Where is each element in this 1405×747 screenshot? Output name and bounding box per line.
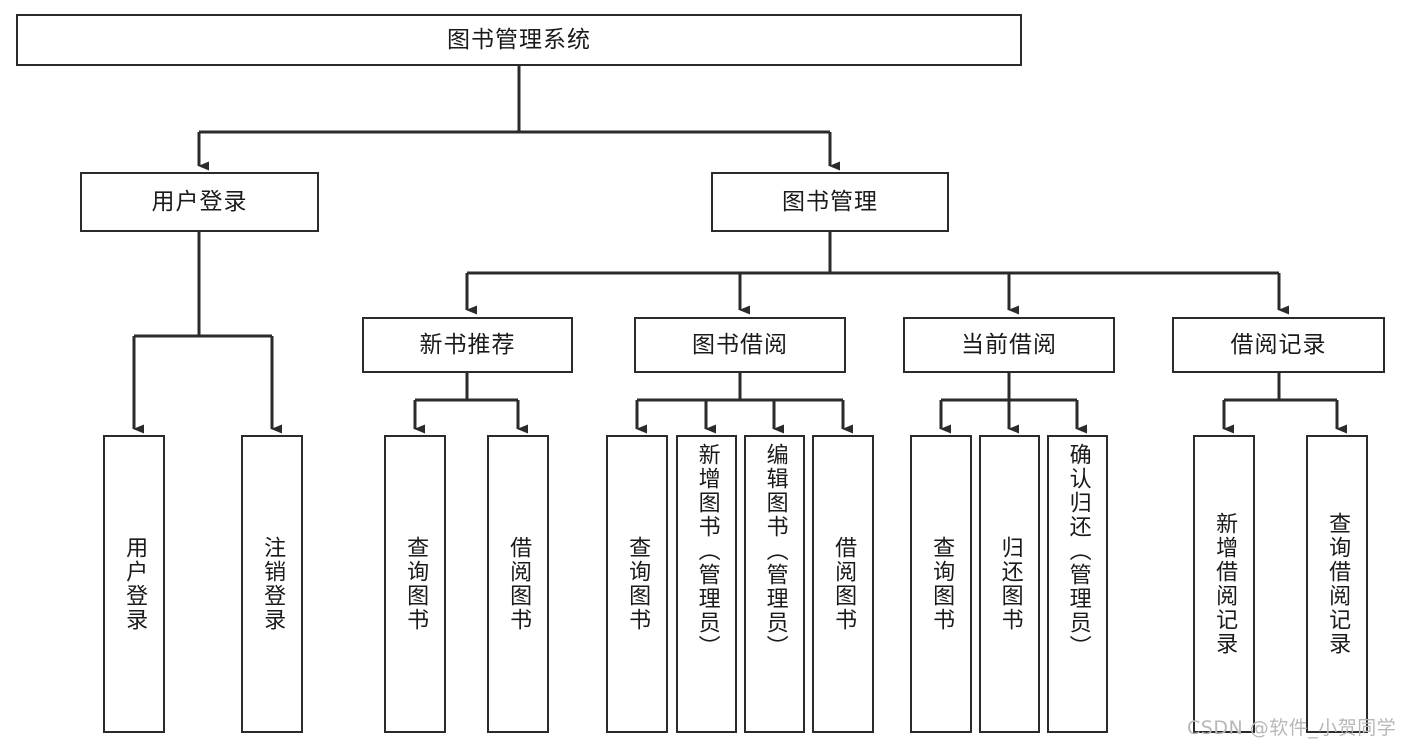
node-leaf-borrow-book-2[interactable]: 借阅图书 xyxy=(812,435,874,733)
node-leaf-return-book[interactable]: 归还图书 xyxy=(979,435,1040,733)
node-book-borrow-label: 图书借阅 xyxy=(692,331,788,358)
node-leaf-logout[interactable]: 注销登录 xyxy=(241,435,303,733)
node-root[interactable]: 图书管理系统 xyxy=(16,14,1022,66)
node-user-login[interactable]: 用户登录 xyxy=(80,172,319,232)
node-current-borrow[interactable]: 当前借阅 xyxy=(903,317,1115,373)
node-book-management[interactable]: 图书管理 xyxy=(711,172,949,232)
node-leaf-query-book-1-label: 查询图书 xyxy=(403,536,429,632)
node-new-book-recommend-label: 新书推荐 xyxy=(419,331,516,358)
node-leaf-logout-label: 注销登录 xyxy=(260,536,286,632)
node-leaf-add-book-label: 新增图书（管理员） xyxy=(694,443,720,659)
node-leaf-query-book-2[interactable]: 查询图书 xyxy=(606,435,668,733)
node-root-label: 图书管理系统 xyxy=(447,26,591,53)
node-leaf-user-login[interactable]: 用户登录 xyxy=(103,435,165,733)
node-leaf-query-record-label: 查询借阅记录 xyxy=(1325,512,1351,656)
node-book-management-label: 图书管理 xyxy=(782,188,878,215)
node-leaf-borrow-book-2-label: 借阅图书 xyxy=(831,536,857,632)
watermark: CSDN @软件_小贺同学 xyxy=(1187,717,1397,739)
node-borrow-record[interactable]: 借阅记录 xyxy=(1172,317,1385,373)
node-leaf-add-record[interactable]: 新增借阅记录 xyxy=(1193,435,1255,733)
node-leaf-borrow-book-1[interactable]: 借阅图书 xyxy=(487,435,549,733)
node-leaf-query-book-3[interactable]: 查询图书 xyxy=(910,435,972,733)
node-leaf-query-book-2-label: 查询图书 xyxy=(625,536,651,632)
node-new-book-recommend[interactable]: 新书推荐 xyxy=(362,317,573,373)
node-user-login-label: 用户登录 xyxy=(151,188,248,215)
node-leaf-confirm-return-label: 确认归还（管理员） xyxy=(1065,443,1091,659)
node-leaf-user-login-label: 用户登录 xyxy=(122,536,148,632)
node-leaf-query-book-1[interactable]: 查询图书 xyxy=(384,435,446,733)
node-leaf-add-book[interactable]: 新增图书（管理员） xyxy=(676,435,737,733)
node-leaf-query-record[interactable]: 查询借阅记录 xyxy=(1306,435,1368,733)
node-leaf-query-book-3-label: 查询图书 xyxy=(929,536,955,632)
node-leaf-add-record-label: 新增借阅记录 xyxy=(1212,512,1238,656)
node-book-borrow[interactable]: 图书借阅 xyxy=(634,317,846,373)
node-leaf-borrow-book-1-label: 借阅图书 xyxy=(506,536,532,632)
node-leaf-return-book-label: 归还图书 xyxy=(997,536,1023,632)
node-leaf-edit-book[interactable]: 编辑图书（管理员） xyxy=(744,435,805,733)
node-leaf-edit-book-label: 编辑图书（管理员） xyxy=(762,443,788,659)
node-borrow-record-label: 借阅记录 xyxy=(1230,331,1327,358)
node-leaf-confirm-return[interactable]: 确认归还（管理员） xyxy=(1047,435,1108,733)
node-current-borrow-label: 当前借阅 xyxy=(961,331,1057,358)
